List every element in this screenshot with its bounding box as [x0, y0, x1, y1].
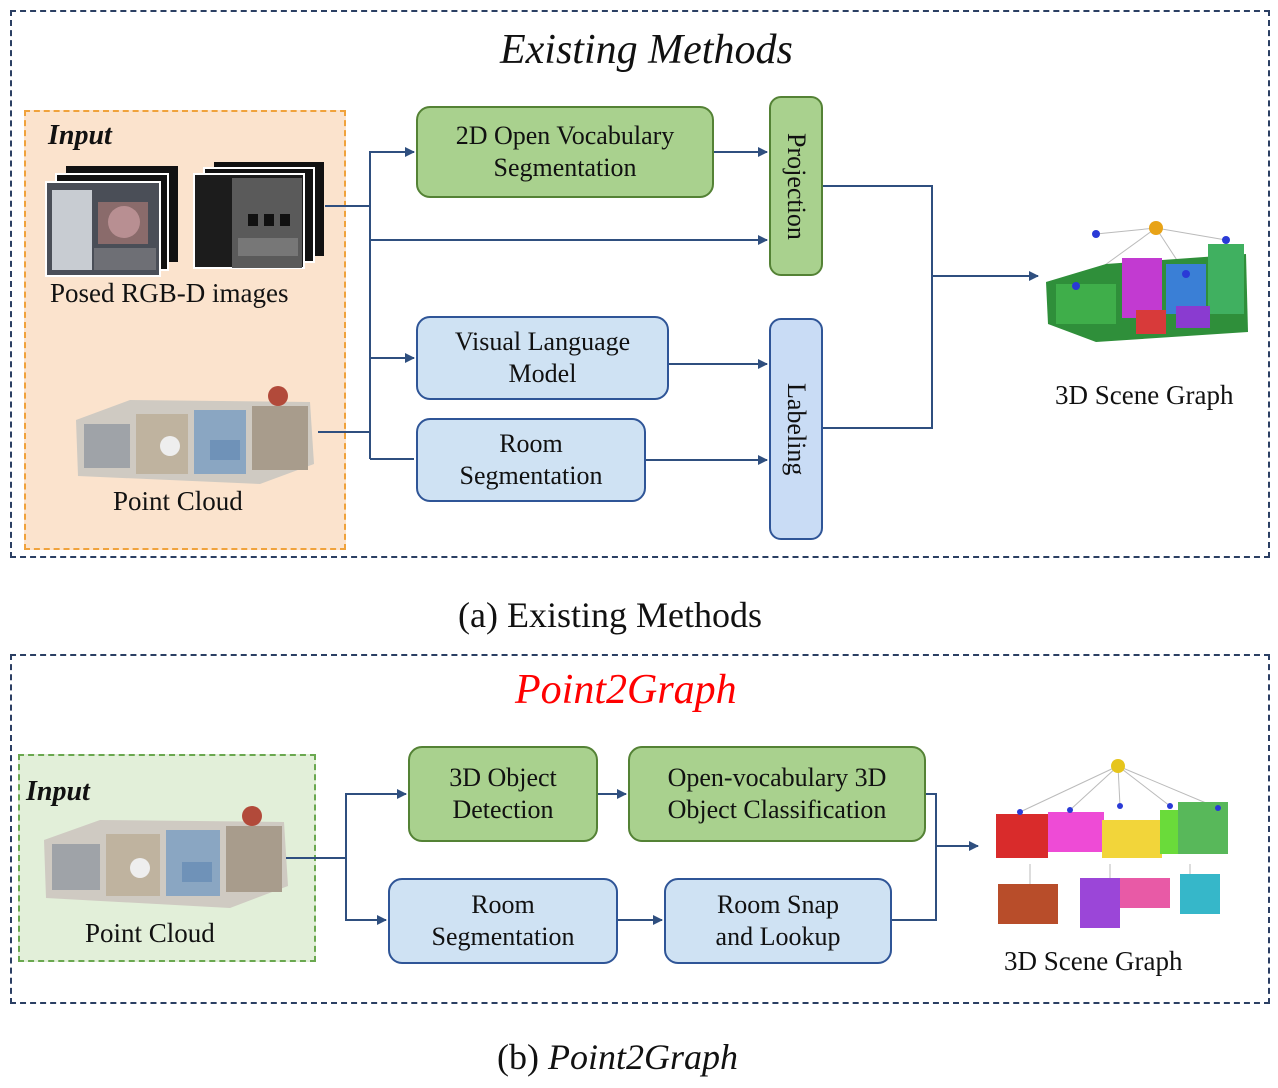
arrow-b-merge [892, 793, 937, 921]
pointcloud-b-label: Point Cloud [85, 918, 215, 948]
panel-b-title: Point2Graph [515, 667, 737, 713]
panel-b-frame [10, 654, 1270, 1004]
arrow-to-2d-seg [369, 147, 415, 206]
caption-b: (b) Point2Graph [497, 1036, 738, 1078]
node-visual-language-model: Visual Language Model [416, 316, 669, 400]
node-projection-label: Projection [782, 132, 811, 240]
node-room-segmentation-a: Room Segmentation [416, 418, 646, 502]
node-2d-open-vocab-seg: 2D Open Vocabulary Segmentation [416, 106, 714, 198]
node-room-snap-lookup: Room Snap and Lookup [664, 878, 892, 964]
node-3d-object-detection: 3D Object Detection [408, 746, 598, 842]
scene-graph-a-label: 3D Scene Graph [1055, 380, 1234, 410]
scene-graph-b-label: 3D Scene Graph [1004, 946, 1183, 976]
rgbd-label: Posed RGB-D images [50, 278, 289, 308]
panel-b-input-label: Input [26, 776, 90, 807]
panel-a-frame [10, 10, 1270, 558]
arrow-pc-to-projection [369, 235, 768, 459]
node-labeling-label: Labeling [782, 382, 811, 476]
panel-a-input-label: Input [48, 120, 112, 151]
caption-b-name: Point2Graph [547, 1037, 738, 1077]
panel-a-title: Existing Methods [500, 27, 793, 73]
pointcloud-a-label: Point Cloud [113, 486, 243, 516]
node-projection: Projection [769, 96, 823, 276]
caption-b-prefix: (b) [497, 1037, 548, 1077]
rgb-image-stack [45, 166, 178, 277]
caption-a: (a) Existing Methods [458, 595, 762, 635]
scene-graph-b [996, 759, 1228, 928]
node-labeling: Labeling [769, 318, 823, 540]
arrow-to-room-seg-b [345, 858, 387, 925]
point-cloud-b [44, 806, 288, 908]
point-cloud-a [76, 386, 314, 484]
arrow-to-vlm [369, 206, 415, 363]
arrow-to-3d-det [345, 789, 407, 858]
node-room-segmentation-b: Room Segmentation [388, 878, 618, 964]
scene-graph-a [1046, 221, 1248, 342]
depth-image-stack [193, 162, 324, 269]
node-open-vocab-3d-classification: Open-vocabulary 3D Object Classification [628, 746, 926, 842]
arrow-projection-out [823, 185, 933, 429]
